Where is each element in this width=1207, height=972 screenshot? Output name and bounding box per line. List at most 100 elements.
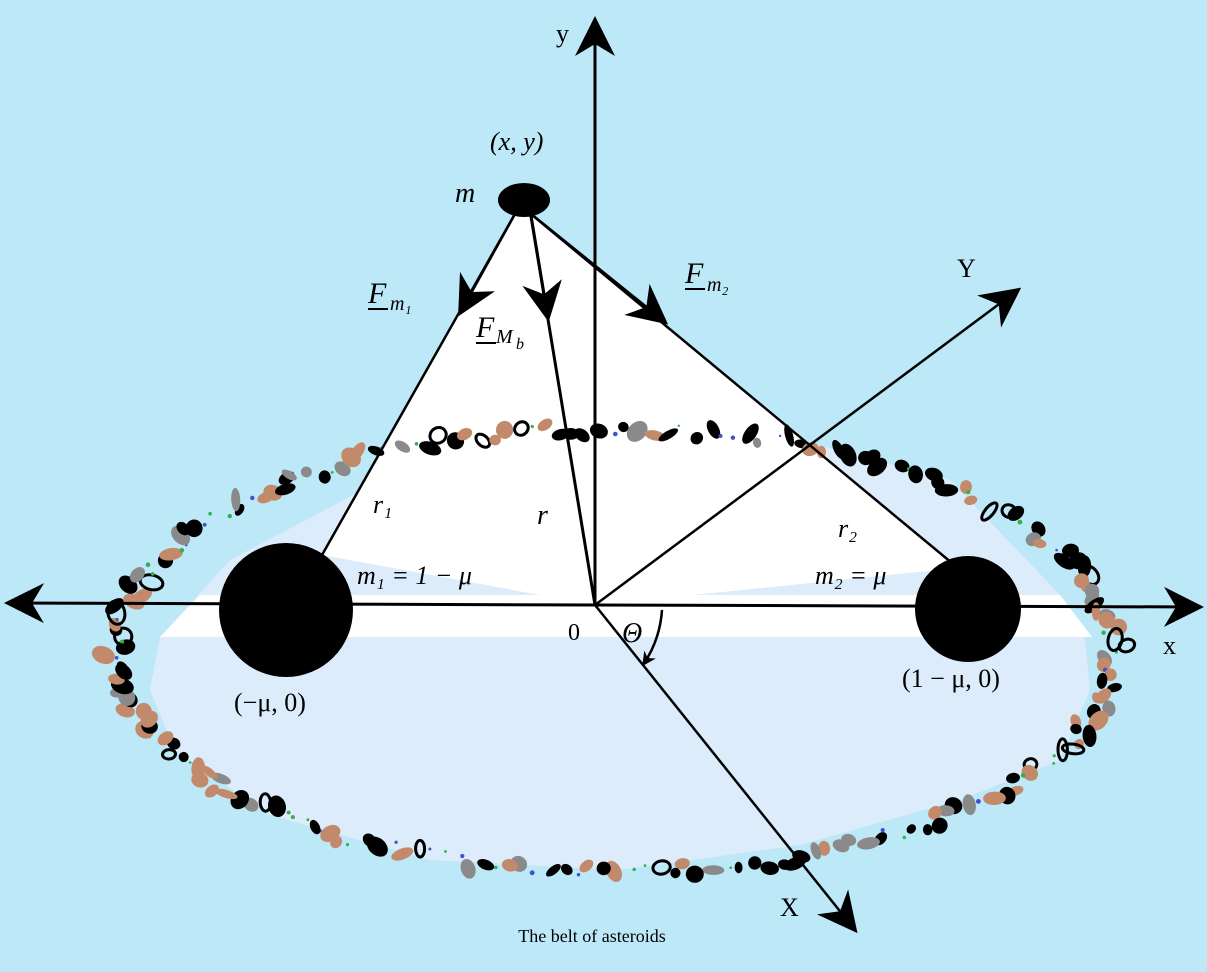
asteroid (702, 865, 725, 875)
dust-particle (250, 495, 255, 501)
dust-particle (529, 870, 535, 876)
y-axis-label: y (556, 19, 569, 48)
force-label-m1: F m₁ (367, 277, 411, 315)
dust-particle (394, 840, 398, 844)
asteroid (760, 861, 779, 875)
asteroid (1060, 742, 1086, 756)
asteroid (685, 865, 704, 883)
asteroid (362, 833, 377, 847)
asteroid (1104, 668, 1117, 681)
dust-particle (150, 572, 155, 576)
asteroid (651, 859, 672, 876)
asteroid (1096, 657, 1111, 672)
asteroid (394, 440, 411, 453)
distance-r1-label: r₁ (373, 490, 392, 519)
asteroid (748, 856, 762, 870)
force-mb-subscript: M (495, 326, 514, 348)
dust-particle (778, 434, 782, 438)
asteroid (752, 437, 762, 448)
dust-particle (1017, 519, 1023, 525)
asteroid (1098, 611, 1115, 629)
force-arrow-mb (522, 209, 562, 322)
asteroid (626, 420, 648, 442)
dust-particle (576, 873, 581, 877)
asteroid (477, 858, 495, 871)
asteroid (596, 861, 611, 876)
dust-particle (1052, 754, 1056, 758)
primary1-mass-label: m₁ = 1 − μ (357, 561, 472, 590)
asteroid (1070, 723, 1082, 735)
asteroid (832, 839, 850, 853)
asteroid (1082, 724, 1097, 747)
asteroid (1091, 692, 1101, 704)
asteroid (428, 426, 448, 445)
dust-particle (119, 639, 125, 644)
asteroid (937, 805, 955, 817)
asteroid (618, 421, 629, 433)
asteroid (802, 442, 819, 457)
asteroid (391, 847, 414, 861)
primary-m2 (915, 556, 1021, 662)
asteroid (928, 805, 942, 820)
primary1-coords-label: (−μ, 0) (234, 688, 306, 717)
asteroid (908, 465, 923, 484)
force-m2-symbol: F (684, 257, 704, 290)
asteroid (113, 626, 134, 647)
theta-label: Θ (622, 618, 642, 649)
dust-particle (530, 424, 534, 429)
asteroid (161, 748, 177, 761)
asteroid (818, 840, 831, 856)
asteroid (579, 859, 594, 873)
dust-particle (330, 471, 334, 474)
asteroid (495, 420, 514, 439)
dust-particle (1020, 773, 1026, 778)
asteroid-belt (91, 418, 1137, 883)
asteroid (300, 466, 312, 478)
asteroid (320, 824, 341, 843)
dust-particle (880, 828, 885, 833)
asteroid (460, 858, 476, 879)
dust-particle (115, 617, 119, 621)
asteroid (348, 442, 366, 463)
asteroid (129, 567, 145, 583)
asteroid (135, 702, 152, 720)
dust-particle (202, 522, 207, 527)
asteroid (159, 547, 183, 561)
primary2-coords-label: (1 − μ, 0) (902, 664, 1000, 693)
asteroid (1053, 552, 1075, 570)
force-arrow-m2 (519, 204, 669, 325)
asteroid (839, 443, 857, 467)
asteroid (513, 420, 530, 437)
dust-particle (227, 513, 232, 519)
asteroid (185, 519, 203, 538)
dust-particle (290, 815, 295, 820)
x-axis (594, 586, 1204, 627)
asteroid (1007, 505, 1025, 521)
asteroid (132, 588, 153, 605)
caption: The belt of asteroids (518, 926, 665, 946)
asteroid (231, 487, 241, 512)
force-m2-subscript: m₂ (707, 274, 728, 296)
asteroid (1021, 764, 1039, 781)
dust-particle (179, 548, 185, 553)
dust-particle (460, 853, 465, 859)
dust-particle (188, 761, 192, 764)
asteroid (1107, 682, 1122, 693)
rotated-x-label: X (780, 893, 799, 922)
x-axis-label: x (1163, 631, 1176, 660)
asteroid (309, 819, 321, 835)
asteroid (1006, 772, 1020, 784)
asteroid (91, 645, 115, 665)
distance-r-label: r (537, 500, 548, 531)
particle-m (498, 183, 550, 217)
theta-arc (641, 609, 664, 667)
dust-particle (718, 434, 723, 438)
asteroid (474, 432, 492, 449)
asteroid (690, 431, 704, 445)
asteroid (419, 441, 442, 456)
force-arrow-m1 (458, 204, 522, 317)
dust-particle (306, 818, 310, 822)
asteroid (574, 428, 590, 443)
